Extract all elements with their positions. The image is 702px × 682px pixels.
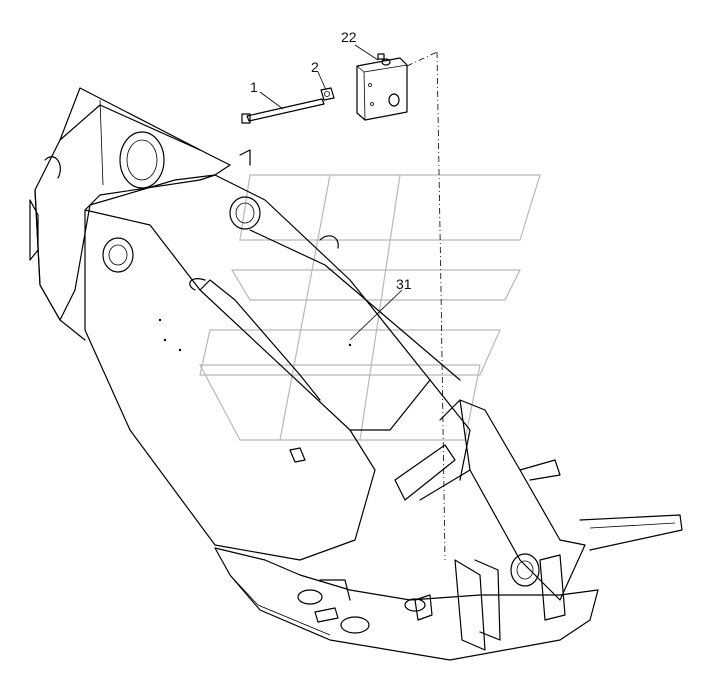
leader-lines <box>259 44 403 341</box>
pivot-bore-upper <box>229 196 261 230</box>
callout-2: 2 <box>311 59 319 75</box>
nut <box>320 87 335 101</box>
callout-31: 31 <box>396 276 412 292</box>
callout-22: 22 <box>341 29 357 45</box>
bolt <box>241 98 325 124</box>
valve-block <box>356 53 408 121</box>
pivot-bore-left <box>102 237 134 273</box>
watermark-logo <box>199 174 541 441</box>
frame-body <box>29 87 683 661</box>
callout-1: 1 <box>250 79 258 95</box>
pivot-bore-right <box>510 553 540 587</box>
bore-ring-upper <box>119 131 165 189</box>
assembly-centerlines <box>406 51 446 561</box>
